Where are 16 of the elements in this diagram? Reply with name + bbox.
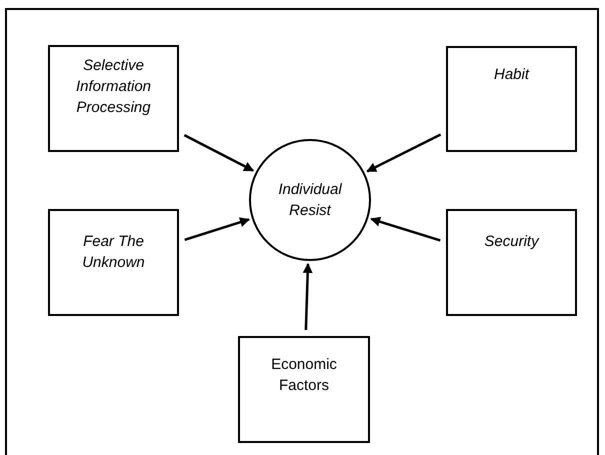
process-box: [48, 209, 179, 316]
process-box: [446, 46, 577, 152]
arrow: [302, 262, 313, 330]
node-label: Habit: [494, 65, 530, 85]
process-box: [48, 45, 179, 152]
node-label: Selective Information Processing: [74, 56, 152, 118]
process-box: [238, 336, 370, 443]
arrow: [184, 217, 250, 242]
node-label: Economic Factors: [270, 355, 338, 396]
arrow: [370, 216, 441, 242]
node-label: Security: [484, 232, 539, 252]
arrow: [366, 133, 442, 172]
node-label: Fear The Unknown: [81, 232, 146, 273]
process-box: [446, 209, 577, 316]
node-label: Individual Resist: [277, 180, 343, 221]
arrow: [184, 134, 254, 172]
